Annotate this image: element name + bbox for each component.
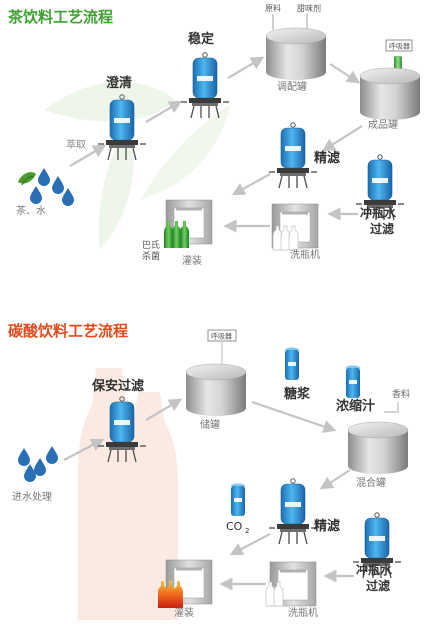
storage-tank (185, 363, 247, 417)
tea-filling-label: 灌装 (182, 254, 202, 267)
clarify-label: 澄清 (106, 75, 132, 91)
product-tank-label: 成品罐 (368, 118, 398, 131)
carb-title: 碳酸饮料工艺流程 (8, 322, 128, 340)
mixing-tank-label: 调配罐 (277, 80, 307, 93)
arrow (63, 438, 105, 461)
storage-tank-label: 储罐 (200, 418, 220, 431)
co2-label: CO (226, 520, 243, 533)
leaf-decoration (45, 81, 175, 122)
co2-subscript: 2 (245, 527, 249, 535)
stabilize-filter (180, 52, 230, 119)
carb-clear-bottles (265, 581, 284, 607)
breather-label: 呼吸器 (389, 42, 410, 51)
water-intake-label: 进水处理 (12, 491, 52, 503)
water-drop-icon (52, 176, 64, 194)
tea-ingredients-label: 茶、水 (16, 204, 46, 217)
syrup-label: 糖浆 (284, 386, 311, 402)
bottle-washer-label: 洗瓶机 (290, 248, 320, 261)
arrow (227, 56, 265, 79)
syrup-tank (285, 347, 299, 380)
pasteurize-label-1: 巴氏 (142, 240, 160, 251)
leaf-decoration (98, 120, 134, 250)
fine-filter (268, 122, 318, 189)
arrow (329, 63, 361, 84)
concentrate-label: 浓缩汁 (336, 398, 375, 414)
carb-mixing-tank (347, 421, 409, 475)
arrow (231, 173, 271, 196)
water-drop-icon (46, 446, 58, 464)
arrow (251, 400, 337, 433)
red-bottles (158, 581, 183, 608)
water-drop-icon (30, 186, 42, 204)
water-drop-icon (62, 188, 74, 206)
concentrate-tank (346, 365, 360, 398)
carb-fine-filter-label: 精滤 (314, 518, 340, 534)
leaf-decoration (140, 105, 230, 200)
arrow (321, 125, 363, 152)
carb-breather-label: 呼吸器 (211, 332, 232, 341)
carb-mixing-tank-label: 混合罐 (356, 476, 386, 489)
safety-filter-label: 保安过滤 (91, 378, 144, 394)
product-tank (359, 67, 421, 121)
mixing-tank (265, 27, 327, 81)
co2-cylinder (231, 483, 245, 516)
sweetener-label: 甜味剂 (297, 3, 321, 13)
water-drop-icon (18, 448, 30, 466)
arrow (145, 398, 183, 421)
arrow (229, 533, 271, 556)
tea-leaf-icon (18, 172, 36, 186)
stabilize-label: 稳定 (188, 31, 214, 47)
carb-filling-label: 灌装 (174, 606, 194, 619)
rinse-filter-label-2: 过滤 (370, 221, 394, 236)
flavor-label: 香料 (392, 388, 410, 400)
arrow (319, 469, 351, 490)
rinse-filter-label-1: 冲瓶水 (360, 205, 397, 220)
raw-material-label: 原料 (265, 3, 281, 13)
water-drop-icon (38, 168, 50, 186)
carb-rinse-filter-label-1: 冲瓶水 (356, 562, 393, 577)
breather-tag (385, 39, 413, 52)
extract-label: 萃取 (66, 139, 86, 151)
arrow (69, 144, 107, 167)
arrow (145, 100, 183, 123)
fine-filter-label: 精滤 (314, 150, 340, 166)
pasteurize-label-2: 杀菌 (142, 250, 160, 262)
carb-rinse-filter-label-2: 过滤 (366, 578, 390, 593)
feed-line (384, 402, 399, 413)
clear-bottles (272, 225, 299, 251)
carb-bottle-washer-label: 洗瓶机 (288, 606, 318, 619)
carb-fine-filter (268, 478, 318, 545)
water-drop-icon (34, 458, 46, 476)
water-drop-icon (24, 464, 36, 482)
green-bottles (164, 221, 189, 248)
tea-title: 茶饮料工艺流程 (8, 8, 113, 26)
